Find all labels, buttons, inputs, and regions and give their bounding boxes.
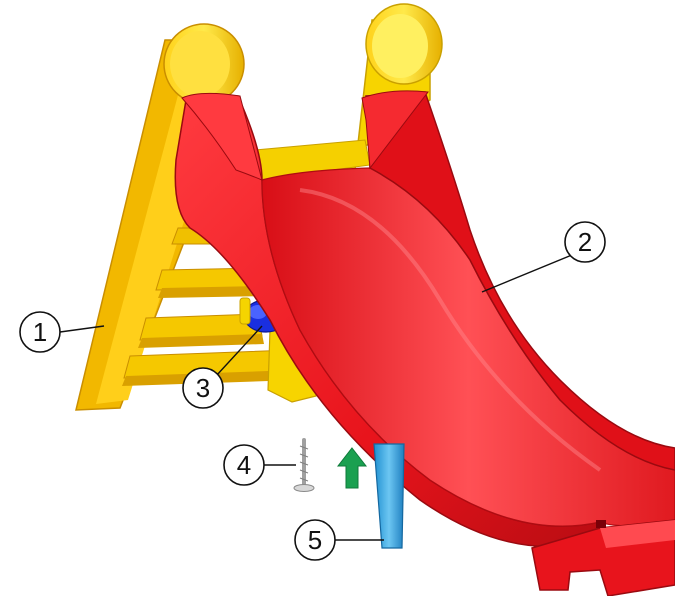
callout-label-1: 1 (33, 317, 47, 347)
peg-part (374, 444, 404, 548)
peg-blue (374, 444, 404, 548)
callout-5: 5 (295, 520, 384, 560)
callout-2: 2 (482, 222, 605, 292)
arrow-up-icon (338, 448, 366, 488)
callout-label-3: 3 (196, 373, 210, 403)
screw-icon (294, 440, 314, 492)
callout-4: 4 (224, 445, 296, 485)
callout-label-2: 2 (578, 227, 592, 257)
callout-label-4: 4 (237, 450, 251, 480)
callout-label-5: 5 (308, 525, 322, 555)
slide-bed (262, 168, 675, 526)
